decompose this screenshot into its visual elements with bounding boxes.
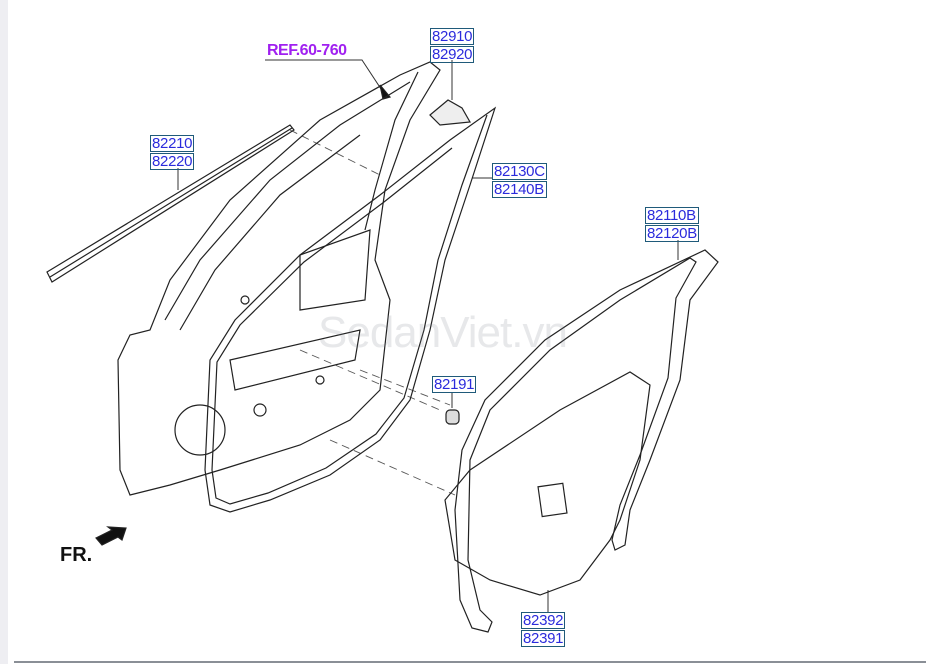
door-weatherstrip-part (204, 106, 497, 513)
part-label-82910[interactable]: 82910 82920 (430, 28, 475, 63)
front-direction-label: FR. (60, 544, 93, 566)
belt-molding-part (46, 124, 295, 283)
body-weatherstrip-part (454, 249, 719, 633)
bottom-divider (14, 661, 926, 663)
part-label-82110b[interactable]: 82110B 82120B (645, 207, 699, 242)
garnish-part (429, 99, 471, 126)
part-number[interactable]: 82130C (492, 163, 547, 180)
front-arrow-icon (95, 526, 127, 546)
part-number[interactable]: 82910 (430, 28, 475, 45)
part-number[interactable]: 82920 (430, 46, 475, 63)
part-label-82392[interactable]: 82392 82391 (521, 612, 566, 647)
part-number[interactable]: 82140B (492, 181, 547, 198)
door-panel-part (117, 61, 441, 496)
leader-lines (177, 59, 679, 612)
part-number[interactable]: 82120B (645, 225, 699, 242)
part-number[interactable]: 82210 (150, 135, 195, 152)
reference-label[interactable]: REF.60-760 (267, 42, 347, 59)
part-number[interactable]: 82110B (645, 207, 699, 224)
part-label-82210[interactable]: 82210 82220 (150, 135, 195, 170)
part-number[interactable]: 82391 (521, 630, 566, 647)
dashed-guides (289, 129, 456, 496)
part-label-82130c[interactable]: 82130C 82140B (492, 163, 547, 198)
part-label-82191[interactable]: 82191 (432, 376, 477, 393)
sealing-cover-part (444, 371, 651, 596)
part-number[interactable]: 82392 (521, 612, 566, 629)
watermark: SedanViet.vn (318, 308, 568, 357)
part-number[interactable]: 82191 (432, 376, 477, 393)
left-edge (0, 0, 8, 664)
bumper-part (445, 409, 460, 425)
part-number[interactable]: 82220 (150, 153, 195, 170)
